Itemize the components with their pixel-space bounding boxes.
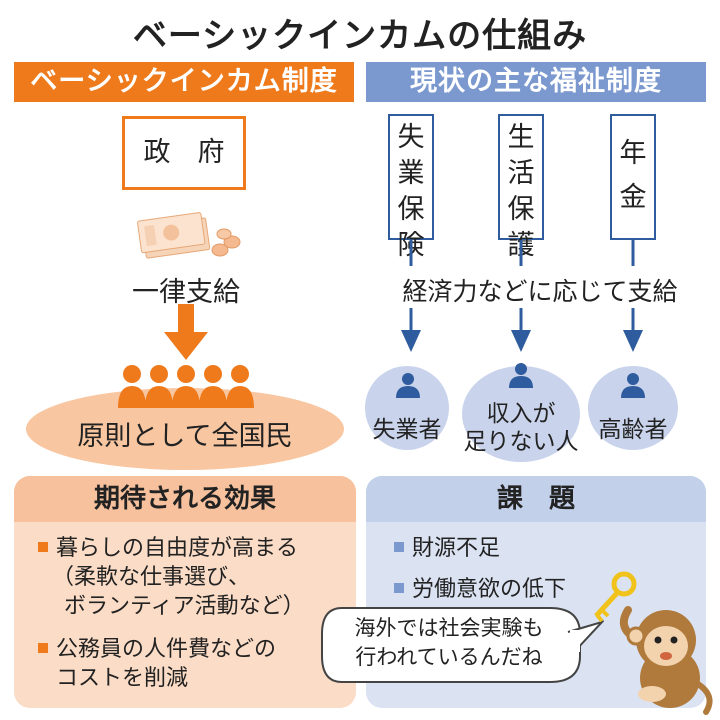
issues-list: 財源不足 労働意欲の低下 xyxy=(394,534,566,604)
bullet-icon xyxy=(38,542,48,552)
money-icon xyxy=(137,212,241,259)
person-icon xyxy=(621,373,645,398)
person-icon xyxy=(509,363,533,388)
pension-box: 年 金 xyxy=(610,114,656,240)
list-item: 労働意欲の低下 xyxy=(394,575,566,604)
effects-list: 暮らしの自由度が高まる （柔軟な仕事選び、 ボランティア活動など） 公務員の人件… xyxy=(38,534,305,693)
blue-arrows xyxy=(401,240,643,352)
unemployed-label: 失業者 xyxy=(372,417,442,443)
coins-icon xyxy=(211,228,241,257)
page-title: ベーシックインカムの仕組み xyxy=(132,16,588,56)
down-arrow-orange xyxy=(164,304,208,360)
monkey-icon xyxy=(594,571,713,715)
basic-income-header: ベーシックインカム制度 xyxy=(14,62,354,102)
effects-panel: 期待される効果 暮らしの自由度が高まる （柔軟な仕事選び、 ボランティア活動など… xyxy=(14,476,356,708)
welfare-header: 現状の主な福祉制度 xyxy=(366,62,706,102)
people-group-icon xyxy=(118,365,254,408)
person-icon xyxy=(396,373,420,398)
public-assistance-box: 生 活 保 護 xyxy=(498,114,544,261)
effects-title: 期待される効果 xyxy=(14,476,356,522)
government-box: 政 府 xyxy=(122,116,246,190)
list-item: 財源不足 xyxy=(394,534,566,563)
low-income-label: 収入が 足りない人 xyxy=(463,401,579,455)
issues-title: 課 題 xyxy=(366,476,706,522)
all-citizens-label: 原則として全国民 xyxy=(77,421,293,452)
unemployment-insurance-box: 失 業 保 険 xyxy=(388,114,434,261)
bullet-icon xyxy=(394,542,404,552)
means-tested-payment-label: 経済力などに応じて支給 xyxy=(370,272,710,308)
uniform-payment-label: 一律支給 xyxy=(132,277,240,308)
elderly-label: 高齢者 xyxy=(598,417,668,443)
bullet-icon xyxy=(38,643,48,653)
list-item: 暮らしの自由度が高まる xyxy=(38,534,305,563)
list-item: 公務員の人件費などの xyxy=(38,635,305,664)
bullet-icon xyxy=(394,583,404,593)
key-icon xyxy=(594,571,637,623)
speech-bubble-shape xyxy=(321,607,604,683)
speech-bubble: 海外では社会実験も 行われているんだね xyxy=(354,616,544,669)
